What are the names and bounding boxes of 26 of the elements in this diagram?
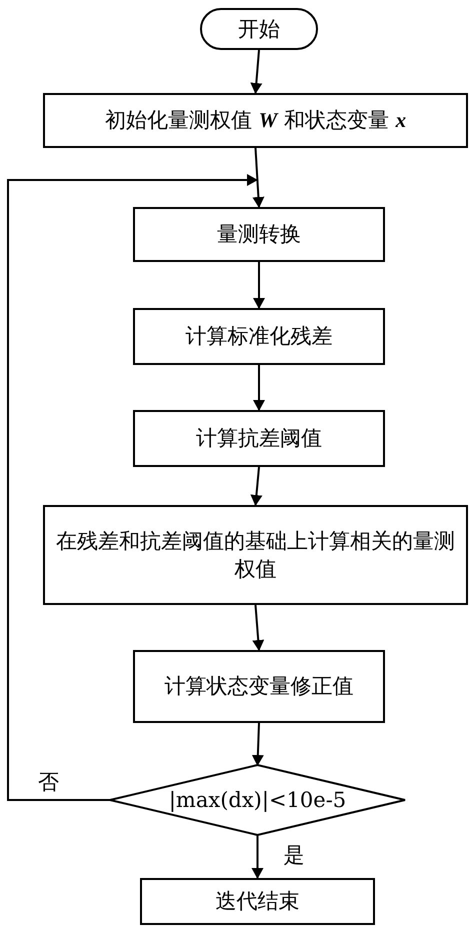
arrow (253, 365, 265, 411)
process-box (140, 878, 375, 925)
arrow (252, 148, 264, 208)
start-terminal (200, 8, 318, 50)
step-text: 初始化量测权值 W 和状态变量 x (104, 107, 406, 134)
process-box (43, 93, 468, 148)
step-text: 计算状态变量修正值 (164, 673, 354, 700)
step-text: 在残差和抗差阈值的基础上计算相关的量测权值 (55, 528, 456, 583)
arrow (253, 262, 265, 309)
process-box (43, 505, 468, 605)
arrow (7, 174, 258, 801)
arrow (252, 604, 264, 651)
process-box (133, 410, 385, 467)
step-text: 开始 (238, 16, 280, 43)
step-text: 迭代结束 (216, 888, 300, 916)
arrow (252, 722, 264, 766)
step-text: 量测转换 (217, 221, 301, 248)
arrow (250, 50, 262, 94)
process-box (133, 650, 385, 723)
process-box (133, 207, 385, 262)
arrow (250, 466, 262, 506)
step-text: 计算标准化残差 (186, 323, 332, 350)
step-text: 计算抗差阈值 (196, 425, 322, 452)
arrow (252, 835, 264, 879)
process-box (133, 308, 385, 365)
condition-text: |max(dx)|<10e-5 (168, 786, 346, 814)
